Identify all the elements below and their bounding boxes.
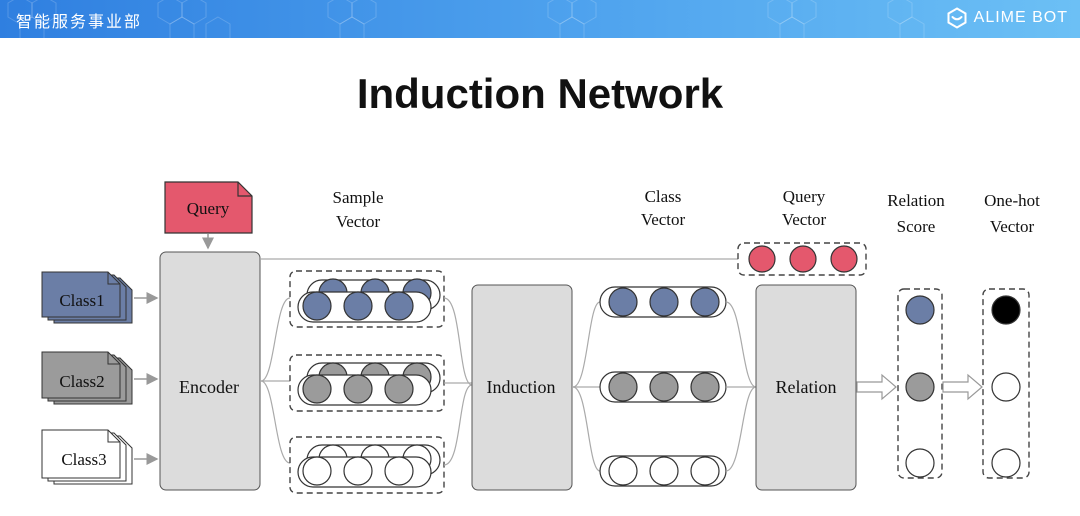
onehot-vector-header-line2: Vector — [990, 217, 1035, 236]
class-vector-header-line2: Vector — [641, 210, 686, 229]
relation-score-vector — [897, 288, 943, 479]
alime-logo-icon — [947, 7, 967, 29]
class1-document-stack: Class1 — [41, 271, 133, 324]
induction-to-class-vectors-curves — [572, 301, 601, 472]
department-name: 智能服务事业部 — [16, 12, 143, 31]
encoder-to-samples-curves — [260, 297, 291, 464]
induction-label: Induction — [487, 377, 556, 397]
class-vector-class1 — [599, 286, 727, 318]
sample-vector-group-class2 — [289, 354, 445, 412]
query-document-icon: Query — [164, 181, 253, 234]
class1-label: Class1 — [59, 291, 104, 310]
class2-document-stack: Class2 — [41, 351, 133, 405]
relation-label: Relation — [776, 377, 837, 397]
query-document-label: Query — [187, 199, 230, 218]
class-vectors-to-relation-curves — [725, 301, 757, 472]
query-vector-header: Query Vector — [782, 187, 827, 229]
sample-vector-header-line2: Vector — [336, 212, 381, 231]
relation-block: Relation — [755, 284, 857, 491]
class-vector-header-line1: Class — [645, 187, 682, 206]
sample-vector-group-class3 — [289, 436, 445, 494]
induction-block: Induction — [471, 284, 573, 491]
sample-vector-header-line1: Sample — [333, 188, 384, 207]
onehot-vector-header: One-hot Vector — [984, 191, 1040, 236]
brand-name: ALIME BOT — [973, 9, 1068, 26]
query-vector-header-line2: Vector — [782, 210, 827, 229]
hexagon-pattern — [7, 0, 925, 38]
sample-vector-header: Sample Vector — [333, 188, 384, 231]
class3-document-stack: Class3 — [41, 429, 133, 485]
onehot-vector — [982, 288, 1030, 479]
relation-to-score-arrow — [856, 373, 897, 401]
slide-title: Induction Network — [356, 70, 724, 117]
class2-label: Class2 — [59, 372, 104, 391]
class3-label: Class3 — [61, 450, 106, 469]
samples-to-induction-curves — [443, 297, 473, 466]
relation-score-header: Relation Score — [887, 191, 945, 236]
brand-logo: ALIME BOT — [946, 7, 1068, 29]
encoder-label: Encoder — [179, 377, 239, 397]
relation-score-header-line1: Relation — [887, 191, 945, 210]
onehot-vector-header-line1: One-hot — [984, 191, 1040, 210]
class-vector-class2 — [599, 371, 727, 403]
sample-vector-group-class1 — [289, 270, 445, 328]
encoder-block: Encoder — [159, 251, 261, 491]
score-to-onehot-arrow — [942, 373, 983, 401]
relation-score-header-line2: Score — [897, 217, 936, 236]
query-vector-header-line1: Query — [783, 187, 826, 206]
top-banner: 智能服务事业部 ALIME BOT — [0, 0, 1080, 38]
class-vector-class3 — [599, 455, 727, 487]
query-vector — [737, 242, 867, 276]
class-vector-header: Class Vector — [641, 187, 686, 229]
